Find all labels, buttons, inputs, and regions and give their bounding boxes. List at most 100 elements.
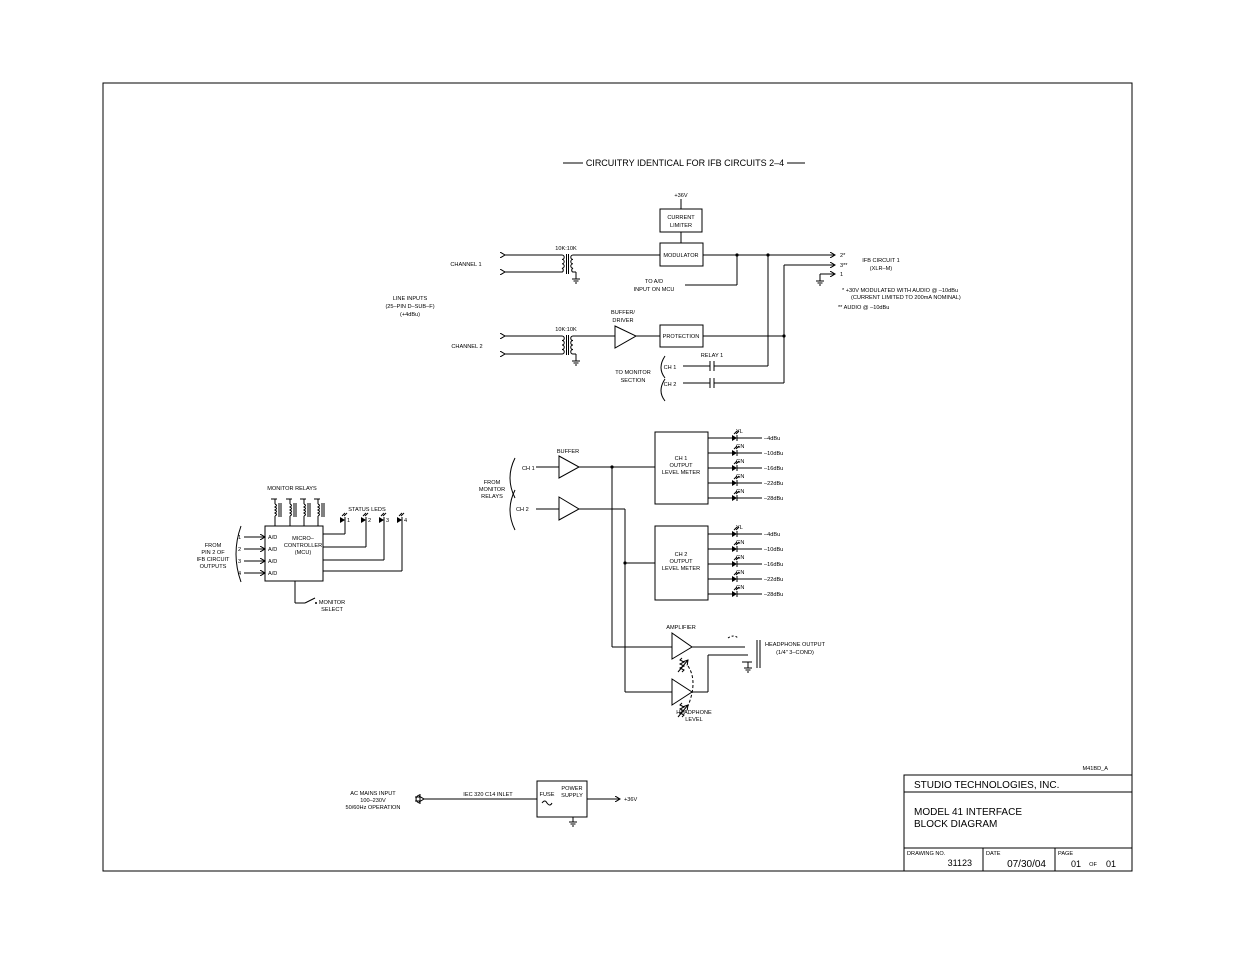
status-led-1 (340, 512, 348, 523)
svg-text:(25–PIN D–SUB–F): (25–PIN D–SUB–F) (385, 304, 434, 310)
headphone-jack (727, 635, 761, 673)
status-led-number-3: 3 (386, 518, 389, 524)
svg-text:OUTPUTS: OUTPUTS (200, 564, 227, 570)
mcu-input-number-4: 4 (238, 571, 241, 577)
ac-plug-icon (415, 794, 421, 804)
meter1-led-color-1: GN (736, 444, 744, 450)
relay-label: RELAY 1 (701, 353, 724, 359)
meter1-led-color-3: GN (736, 474, 744, 480)
transformer-1 (561, 254, 574, 274)
svg-text:(+4dBu): (+4dBu) (400, 312, 420, 318)
ground-icon (572, 278, 580, 284)
headphone-level-pot (677, 657, 694, 718)
status-leds-label: STATUS LEDS (348, 507, 386, 513)
page-total: 01 (1106, 859, 1116, 869)
mcu-ad-label-1: A/D (268, 535, 277, 541)
buffer-driver-label: BUFFER/ (611, 310, 635, 316)
relay-coil-3 (300, 498, 311, 526)
svg-text:LEVEL METER: LEVEL METER (662, 470, 700, 476)
mcu-input-number-1: 1 (238, 535, 241, 541)
meter2-led-0 (732, 526, 740, 537)
page-label: PAGE (1058, 851, 1073, 857)
transformer-2 (561, 335, 574, 355)
meter1-led-color-0: YL (736, 429, 743, 435)
meter2-level-4: –28dBu (764, 592, 783, 598)
mcu-input-number-2: 2 (238, 547, 241, 553)
svg-text:CIRCUITRY IDENTICAL FOR IFB CI: CIRCUITRY IDENTICAL FOR IFB CIRCUITS 2–4 (586, 158, 784, 168)
meter2-led-color-0: YL (736, 525, 743, 531)
svg-text:POWER: POWER (561, 786, 582, 792)
transformer-1-label: 10K:10K (555, 246, 577, 252)
svg-text:(MCU): (MCU) (295, 550, 312, 556)
status-led-number-1: 1 (347, 518, 350, 524)
meter1-level-4: –28dBu (764, 496, 783, 502)
headphone-level-label: HEADPHONE (676, 710, 712, 716)
svg-text:SUPPLY: SUPPLY (561, 793, 583, 799)
inlet-label: IEC 320 C14 INLET (463, 792, 513, 798)
meter1-level-0: –4dBu (764, 436, 780, 442)
level-meter-2 (654, 525, 709, 601)
svg-text:LEVEL: LEVEL (685, 717, 702, 723)
svg-text:CH 2: CH 2 (675, 552, 688, 558)
svg-text:CH 1: CH 1 (675, 456, 688, 462)
relay-coil-1 (271, 498, 282, 526)
date-label: DATE (986, 851, 1001, 857)
svg-text:MICRO–: MICRO– (292, 536, 315, 542)
svg-text:OUTPUT: OUTPUT (670, 463, 694, 469)
status-led-3 (379, 512, 387, 523)
meter2-led-3 (732, 571, 740, 582)
svg-text:PIN 2 OF: PIN 2 OF (201, 550, 225, 556)
svg-text:PROTECTION: PROTECTION (663, 334, 700, 340)
status-led-number-4: 4 (404, 518, 407, 524)
svg-text:CONTROLLER: CONTROLLER (284, 543, 322, 549)
transformer-2-label: 10K:10K (555, 327, 577, 333)
monitor-relay-coils (271, 498, 325, 526)
page-number: 01 (1071, 859, 1081, 869)
title-block: M41BD_A STUDIO TECHNOLOGIES, INC. MODEL … (903, 766, 1133, 872)
meter1-led-1 (732, 445, 740, 456)
power-output-label: +36V (624, 797, 637, 803)
meter1-level-3: –22dBu (764, 481, 783, 487)
svg-text:INPUT ON MCU: INPUT ON MCU (634, 287, 675, 293)
buffer-driver-amp (614, 325, 638, 349)
channel-1-label: CHANNEL 1 (450, 262, 481, 268)
relay-coil-2 (286, 498, 297, 526)
line-inputs-label: LINE INPUTS (393, 296, 428, 302)
svg-text:RELAYS: RELAYS (481, 494, 503, 500)
svg-text:50/60Hz OPERATION: 50/60Hz OPERATION (346, 805, 401, 811)
meter2-led-color-4: GN (736, 585, 744, 591)
drawing-title-2: BLOCK DIAGRAM (914, 819, 997, 830)
header-note: CIRCUITRY IDENTICAL FOR IFB CIRCUITS 2–4 (563, 158, 805, 168)
svg-text:SELECT: SELECT (321, 607, 343, 613)
from-monitor-label: FROM (484, 480, 501, 486)
svg-text:LIMITER: LIMITER (670, 223, 692, 229)
note-2: (CURRENT LIMITED TO 200mA NOMINAL) (851, 295, 961, 301)
meter2-led-color-1: GN (736, 540, 744, 546)
svg-text:CH 2: CH 2 (664, 382, 677, 388)
meter1-level-2: –16dBu (764, 466, 783, 472)
mcu-block (264, 525, 324, 582)
of-label: OF (1089, 862, 1097, 868)
power-section: AC MAINS INPUT 100–230V 50/60Hz OPERATIO… (346, 780, 637, 827)
svg-text:IFB CIRCUIT: IFB CIRCUIT (197, 557, 231, 563)
buffer-amp-2 (558, 496, 581, 521)
svg-text:DRIVER: DRIVER (612, 318, 633, 324)
svg-text:100–230V: 100–230V (360, 798, 386, 804)
drawing-title-1: MODEL 41 INTERFACE (914, 807, 1022, 818)
meter1-level-1: –10dBu (764, 451, 783, 457)
amplifier (671, 632, 693, 660)
mcu-input-number-3: 3 (238, 559, 241, 565)
svg-text:CH 1: CH 1 (664, 365, 677, 371)
svg-text:CURRENT: CURRENT (667, 215, 695, 221)
meter1-led-color-4: GN (736, 489, 744, 495)
meter-ch1-label: CH 1 (522, 466, 535, 472)
ground-icon (569, 821, 577, 827)
meter2-led-color-3: GN (736, 570, 744, 576)
meter2-led-4 (732, 586, 740, 597)
meter1-led-color-2: GN (736, 459, 744, 465)
status-led-4 (397, 512, 405, 523)
fuse-icon (541, 800, 553, 806)
